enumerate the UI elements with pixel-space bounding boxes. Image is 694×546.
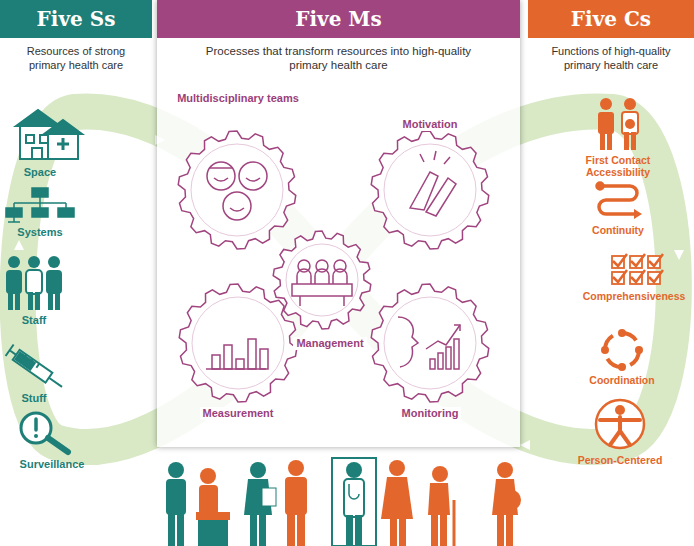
- systems-icon: [6, 188, 74, 222]
- comprehensiveness-icon: [612, 254, 663, 284]
- resource-label: Surveillance: [7, 458, 97, 470]
- resource-label: Space: [5, 166, 75, 178]
- stuff-icon: [6, 344, 66, 392]
- process-gear: Monitoring: [370, 282, 490, 420]
- gear-outline: [370, 282, 490, 420]
- processes-panel: Five MsProcesses that transform resource…: [157, 0, 520, 447]
- people-row: [166, 458, 521, 546]
- continuity-icon: [597, 183, 642, 219]
- gear-label: Management: [293, 337, 366, 350]
- process-gear: Multidisciplinary teams: [172, 92, 304, 252]
- gear-label: Monitoring: [399, 407, 462, 420]
- group-subtitle: Functions of high-quality primary health…: [528, 38, 694, 78]
- group-heading: Five Cs: [528, 0, 694, 38]
- resource-label: Staff: [4, 314, 64, 326]
- process-gear: Motivation: [368, 118, 492, 255]
- resource-label: Systems: [5, 226, 75, 238]
- gear-outline: [368, 118, 492, 248]
- function-label: Person-Centered: [570, 454, 670, 466]
- resources-header: Five SsResources of strong primary healt…: [0, 0, 152, 78]
- gear-outline: [172, 92, 304, 252]
- gear-label: Motivation: [400, 118, 461, 131]
- group-subtitle: Processes that transform resources into …: [157, 38, 520, 78]
- person-centered-icon: [596, 400, 644, 448]
- function-label: First Contact Accessibility: [570, 154, 666, 178]
- functions-header: Five CsFunctions of high-quality primary…: [528, 0, 694, 78]
- group-subtitle: Resources of strong primary health care: [0, 38, 152, 78]
- process-gear: Management: [280, 228, 380, 350]
- gear-label: Multidisciplinary teams: [174, 92, 302, 105]
- gear-outline: [178, 282, 298, 420]
- resource-label: Stuff: [4, 392, 64, 404]
- space-icon: [16, 110, 82, 159]
- gear-label: Measurement: [200, 407, 277, 420]
- function-label: Continuity: [578, 224, 658, 236]
- first-contact-icon: [598, 98, 638, 150]
- group-heading: Five Ms: [157, 0, 520, 38]
- function-label: Comprehensiveness: [578, 290, 690, 302]
- function-label: Coordination: [577, 374, 667, 386]
- staff-icon: [6, 256, 62, 310]
- process-gear: Measurement: [178, 282, 298, 420]
- gear-outline: [280, 228, 380, 350]
- coordination-icon: [601, 329, 643, 371]
- group-heading: Five Ss: [0, 0, 152, 38]
- surveillance-icon: [21, 413, 68, 452]
